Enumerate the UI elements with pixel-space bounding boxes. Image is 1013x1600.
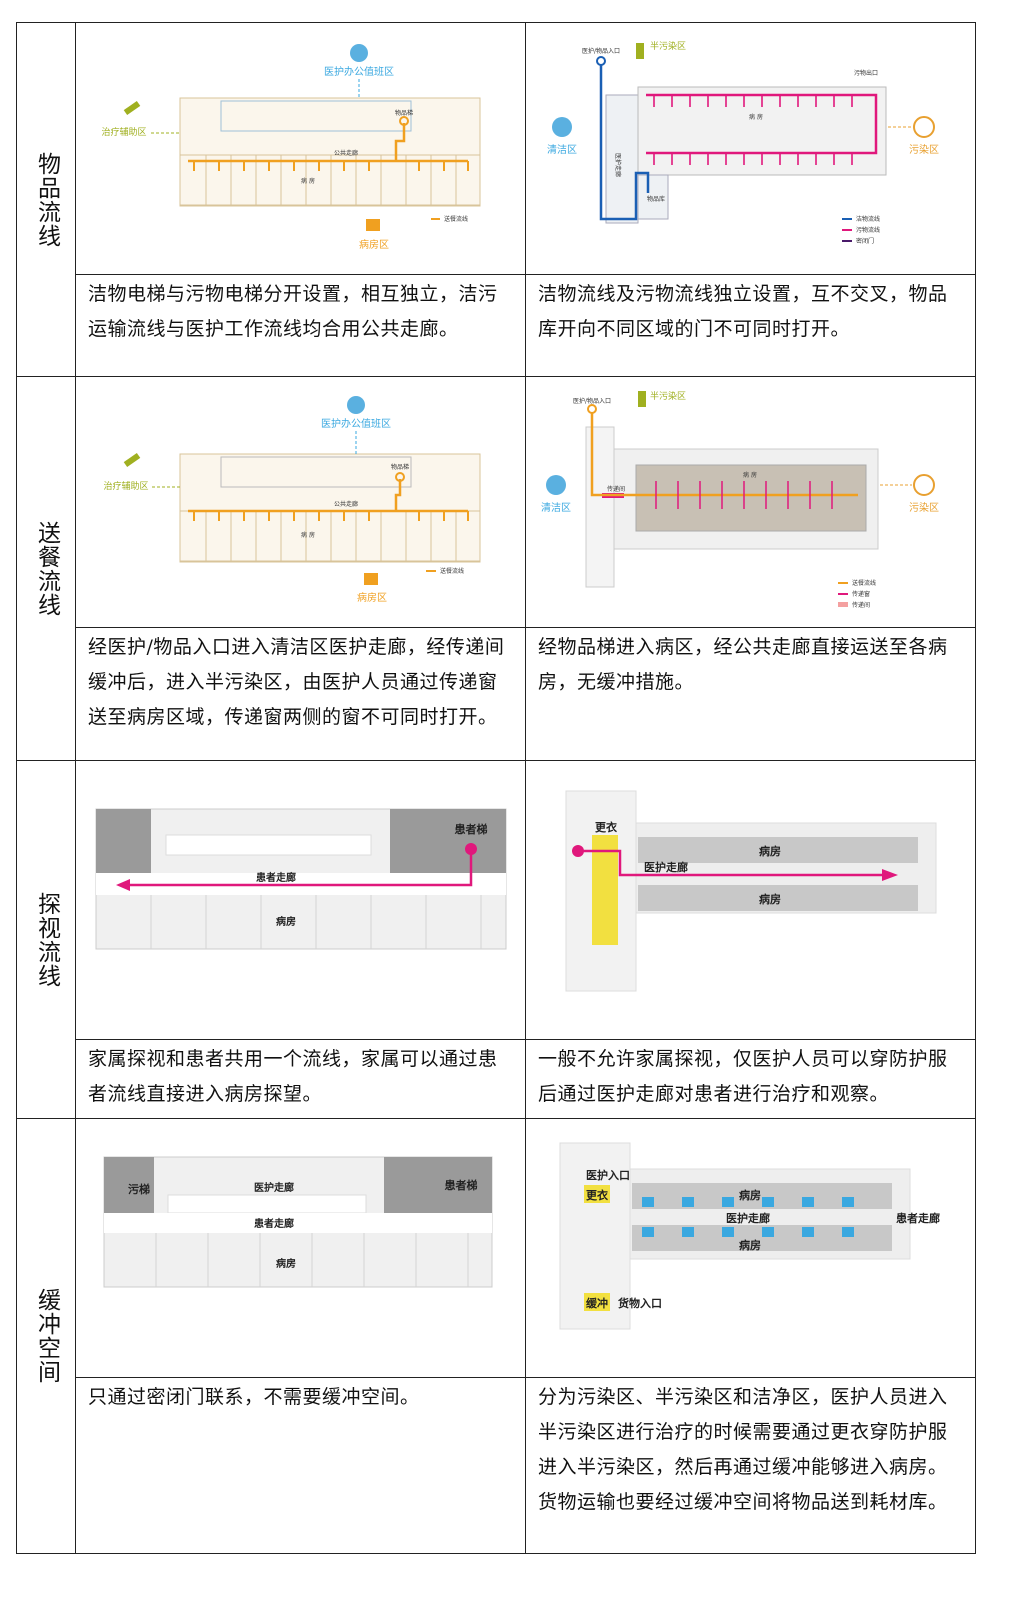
text-buffer-right: 分为污染区、半污染区和洁净区，医护人员进入半污染区进行治疗的时候需要通过更衣穿防…: [525, 1377, 976, 1554]
label-goods-entrance: 货物入口: [617, 1296, 662, 1310]
label-pass-room: 传递间: [607, 485, 625, 493]
label-corridor: 公共走廊: [334, 500, 358, 508]
label-clean-zone: 清洁区: [541, 501, 571, 514]
legend-meal-flow: 送餐流线: [440, 567, 464, 575]
label-ward-bottom: 病房: [759, 892, 781, 906]
floorplan-diagram: 污梯 医护走廊 患者梯 患者走廊 病房: [103, 1156, 493, 1288]
label-medical-corridor: 医护走廊: [726, 1211, 770, 1225]
label-buffer: 缓冲: [586, 1296, 608, 1310]
floorplan-diagram: 患者梯 患者走廊 病房: [95, 808, 507, 950]
label-dirt-exit: 污物出口: [854, 69, 878, 77]
label-ward-bottom: 病房: [739, 1238, 761, 1252]
label-semi-polluted: 半污染区: [650, 40, 686, 52]
figure-goods-flow-left: 医护办公值班区 治疗辅助区 病房区 物品梯 公共走廊 病 房 送餐流线: [75, 22, 526, 275]
figure-goods-flow-right: 医护/物品入口 半污染区 污物出口 清洁区 污染区 医护走廊 物品库 病 房 洁…: [525, 22, 976, 275]
label-ward: 病 房: [743, 471, 757, 479]
label-treatment-aux: 治疗辅助区: [101, 126, 146, 138]
label-semi-polluted: 半污染区: [650, 390, 686, 402]
legend-sealed-door: 密闭门: [856, 237, 874, 245]
label-changing: 更衣: [595, 820, 618, 834]
text-goods-flow-left: 洁物电梯与污物电梯分开设置，相互独立，洁污运输流线与医护工作流线均合用公共走廊。: [75, 274, 526, 377]
figure-buffer-left: 污梯 医护走廊 患者梯 患者走廊 病房: [75, 1118, 526, 1378]
legend-clean-flow: 洁物流线: [856, 215, 880, 223]
label-patient-elevator: 患者梯: [455, 822, 488, 836]
label-patient-corridor: 患者走廊: [254, 1217, 294, 1230]
floorplan-diagram: 医护/物品入口 半污染区 污物出口 清洁区 污染区 医护走廊 物品库 病 房 洁…: [547, 40, 939, 245]
row-head-visit-flow: 探视流线: [16, 760, 76, 1119]
legend-meal-flow: 送餐流线: [852, 579, 876, 587]
text-meal-flow-left: 经医护/物品入口进入清洁区医护走廊，经传递间缓冲后，进入半污染区，由医护人员通过…: [75, 627, 526, 761]
label-ward: 病房: [276, 915, 296, 928]
label-elevator: 物品梯: [391, 463, 409, 471]
floorplan-diagram: 更衣 医护走廊 病房 病房: [565, 790, 937, 992]
figure-visit-flow-right: 更衣 医护走廊 病房 病房: [525, 760, 976, 1040]
label-ward-zone: 病房区: [357, 591, 387, 604]
label-patient-corridor: 患者走廊: [896, 1211, 940, 1225]
text-goods-flow-right: 洁物流线及污物流线独立设置，互不交叉，物品库开向不同区域的门不可同时打开。: [525, 274, 976, 377]
label-medical-office: 医护办公值班区: [321, 417, 391, 430]
floorplan-diagram: 医护入口 更衣 病房 医护走廊 病房 患者走廊 缓冲 货物入口: [559, 1142, 940, 1330]
legend-pass-window: 传递窗: [852, 590, 870, 598]
label-ward-top: 病房: [759, 844, 781, 858]
figure-meal-flow-left: 医护办公值班区 治疗辅助区 病房区 物品梯 公共走廊 病 房 送餐流线: [75, 376, 526, 628]
legend-pass-room: 传递间: [852, 601, 870, 609]
floorplan-diagram: 医护办公值班区 治疗辅助区 病房区 物品梯 公共走廊 病 房 送餐流线: [103, 396, 481, 604]
floorplan-diagram: 医护办公值班区 治疗辅助区 病房区 物品梯 公共走廊 病 房 送餐流线: [101, 44, 481, 251]
legend-meal-flow: 送餐流线: [444, 215, 468, 223]
label-medical-entrance: 医护入口: [586, 1168, 630, 1182]
label-medical-office: 医护办公值班区: [324, 65, 394, 78]
text-visit-flow-left: 家属探视和患者共用一个流线，家属可以通过患者流线直接进入病房探望。: [75, 1039, 526, 1119]
legend-dirt-flow: 污物流线: [856, 226, 880, 234]
text-meal-flow-right: 经物品梯进入病区，经公共走廊直接运送至各病房，无缓冲措施。: [525, 627, 976, 761]
label-polluted-zone: 污染区: [909, 501, 939, 514]
label-ward: 病房: [276, 1257, 296, 1270]
label-ward: 病 房: [301, 531, 315, 539]
label-ward: 病 房: [301, 177, 315, 185]
label-patient-elevator: 患者梯: [445, 1178, 478, 1192]
label-treatment-aux: 治疗辅助区: [103, 480, 148, 492]
label-corridor: 公共走廊: [334, 149, 358, 157]
label-changing: 更衣: [586, 1188, 609, 1202]
row-head-meal-flow: 送餐流线: [16, 376, 76, 761]
label-patient-corridor: 患者走廊: [256, 871, 296, 884]
figure-buffer-right: 医护入口 更衣 病房 医护走廊 病房 患者走廊 缓冲 货物入口: [525, 1118, 976, 1378]
label-corridor: 医护走廊: [614, 153, 622, 177]
label-medical-corridor: 医护走廊: [254, 1181, 294, 1194]
label-medical-corridor: 医护走廊: [644, 860, 688, 874]
comparison-table: 物品流线 医护办公值班区 治疗辅助区: [16, 22, 976, 1554]
row-head-buffer: 缓冲空间: [16, 1118, 76, 1554]
row-head-goods-flow: 物品流线: [16, 22, 76, 377]
text-buffer-left: 只通过密闭门联系，不需要缓冲空间。: [75, 1377, 526, 1554]
label-entrance: 医护/物品入口: [582, 47, 620, 55]
label-ward-top: 病房: [739, 1188, 761, 1202]
text-visit-flow-right: 一般不允许家属探视，仅医护人员可以穿防护服后通过医护走廊对患者进行治疗和观察。: [525, 1039, 976, 1119]
label-entrance: 医护/物品入口: [573, 397, 611, 405]
label-ward-zone: 病房区: [359, 238, 389, 251]
label-dirt-elevator: 污梯: [128, 1182, 150, 1196]
label-ward: 病 房: [749, 113, 763, 121]
label-polluted-zone: 污染区: [909, 143, 939, 156]
figure-meal-flow-right: 医护/物品入口 半污染区 清洁区 污染区 传递间 病 房 送餐流线 传递窗 传递…: [525, 376, 976, 628]
label-elevator: 物品梯: [395, 109, 413, 117]
label-clean-zone: 清洁区: [547, 143, 577, 156]
figure-visit-flow-left: 患者梯 患者走廊 病房: [75, 760, 526, 1040]
floorplan-diagram: 医护/物品入口 半污染区 清洁区 污染区 传递间 病 房 送餐流线 传递窗 传递…: [541, 390, 939, 609]
label-store: 物品库: [647, 195, 665, 203]
